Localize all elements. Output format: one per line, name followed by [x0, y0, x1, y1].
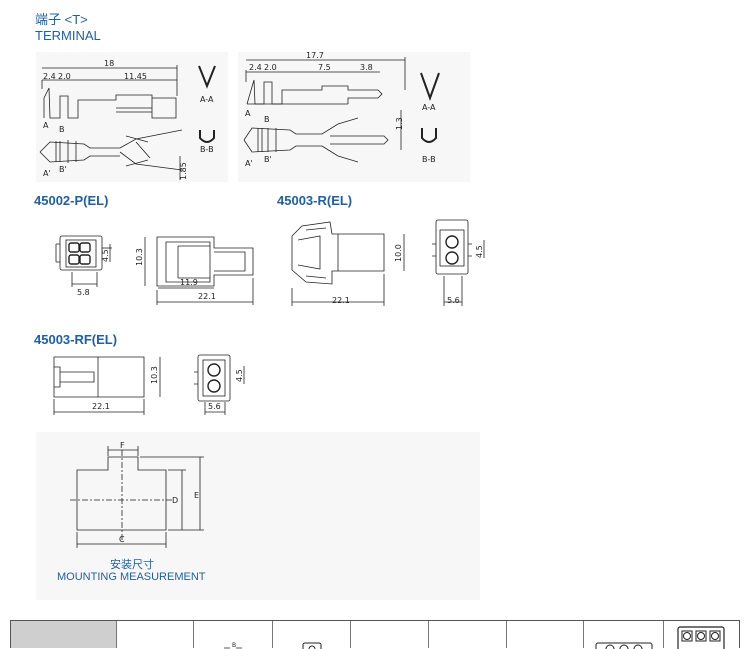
- dim-p-10-3: 10.3: [135, 248, 144, 266]
- table-cell: [273, 621, 352, 649]
- table-cell: [507, 621, 585, 648]
- label-a-a-left: A-A: [200, 95, 214, 104]
- product-table: B: [10, 620, 740, 649]
- mount-label-d: D: [172, 496, 178, 505]
- six-cavity-housing-icon: [677, 626, 725, 649]
- dim-1-3: 1.3: [395, 117, 404, 130]
- single-cavity-housing-icon: [302, 642, 322, 649]
- part-45003-rf-drawing: [53, 354, 245, 415]
- label-a-prime-left: A': [43, 169, 51, 178]
- mount-caption-en: MOUNTING MEASUREMENT: [57, 571, 206, 583]
- mount-label-c: C: [119, 535, 125, 544]
- dim-r-22-1: 22.1: [332, 296, 350, 305]
- part-45002-p-drawing: [55, 235, 254, 305]
- terminal-panel-right: [238, 52, 470, 182]
- dim-rf-5-6: 5.6: [208, 402, 221, 411]
- table-cell: [584, 621, 665, 649]
- dim-2-0-right: 2.0: [264, 63, 277, 72]
- terminal-right-drawing: [243, 57, 440, 163]
- label-b-b-right: B-B: [422, 155, 436, 164]
- part-45003-r-drawing: [291, 219, 485, 306]
- table-header-cell: [11, 621, 117, 648]
- label-b-prime-left: B': [59, 165, 67, 174]
- terminal-title-cn: 端子 <T>: [35, 12, 88, 27]
- dim-p-22-1: 22.1: [198, 292, 216, 301]
- terminal-left-drawing: [39, 65, 216, 180]
- label-a-prime-right: A': [245, 159, 253, 168]
- dim-1-85: 1.85: [179, 162, 188, 180]
- dim-p-4-5: 4.5: [101, 249, 110, 262]
- mount-caption-cn: 安装尺寸: [110, 557, 154, 571]
- label-b-b-left: B-B: [200, 145, 214, 154]
- dim-r-10-0: 10.0: [394, 244, 403, 262]
- table-cell: [117, 621, 195, 648]
- svg-text:B: B: [232, 642, 236, 649]
- dim-p-5-8: 5.8: [77, 288, 90, 297]
- part-title-45002-p: 45002-P(EL): [34, 193, 109, 208]
- dim-2-4-right: 2.4: [249, 63, 262, 72]
- dim-18: 18: [104, 59, 114, 68]
- dim-17-7: 17.7: [306, 51, 324, 60]
- dim-11-45: 11.45: [124, 72, 147, 81]
- dim-2-4: 2.4: [43, 72, 56, 81]
- dim-p-11-9: 11.9: [180, 278, 198, 287]
- label-a-right: A: [245, 109, 251, 118]
- table-cell: [664, 621, 739, 649]
- three-cavity-housing-icon: [595, 642, 653, 649]
- dim-2-0: 2.0: [58, 72, 71, 81]
- dim-rf-4-5: 4.5: [235, 369, 244, 382]
- dim-3-8: 3.8: [360, 63, 373, 72]
- mount-label-f: F: [120, 441, 125, 450]
- label-a-left: A: [43, 121, 49, 130]
- mounting-drawing: [70, 446, 204, 548]
- part-title-45003-r: 45003-R(EL): [277, 193, 353, 208]
- table-cell: B: [194, 621, 274, 649]
- dim-rf-10-3: 10.3: [150, 366, 159, 384]
- mount-label-e: E: [194, 491, 199, 500]
- label-b-right: B: [264, 115, 270, 124]
- mounting-panel: [36, 432, 480, 600]
- technical-drawing: 18 2.4 2.0 11.45 1.85 A-A B-B A B A' B' …: [39, 51, 485, 583]
- b-dimension-icon: B: [224, 642, 243, 649]
- terminal-title-en: TERMINAL: [35, 28, 101, 43]
- table-cell: [351, 621, 429, 648]
- label-b-prime-right: B': [264, 155, 272, 164]
- dim-r-4-5: 4.5: [475, 245, 484, 258]
- dim-r-5-6: 5.6: [447, 296, 460, 305]
- dim-7-5: 7.5: [318, 63, 331, 72]
- part-title-45003-rf: 45003-RF(EL): [34, 332, 118, 347]
- table-cell: [429, 621, 507, 648]
- dim-rf-22-1: 22.1: [92, 402, 110, 411]
- label-b-left: B: [59, 125, 65, 134]
- label-a-a-right: A-A: [422, 103, 436, 112]
